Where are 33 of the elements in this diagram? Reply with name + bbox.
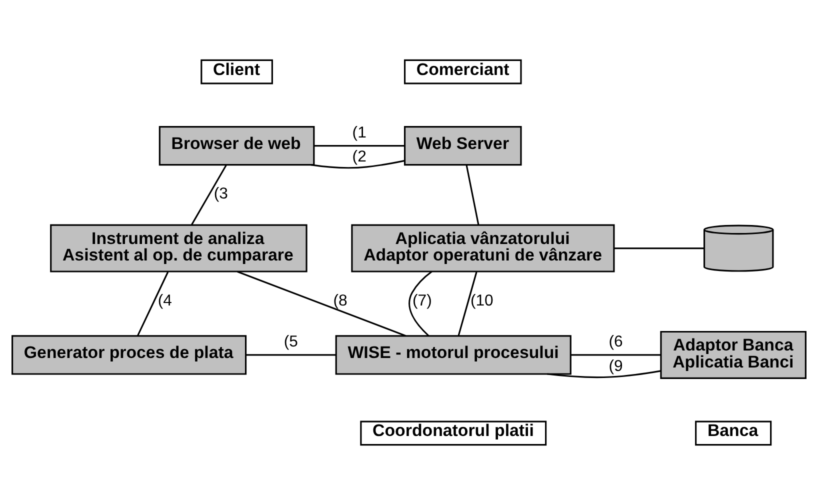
connector [314,144,405,146]
connector [246,354,336,356]
edge-label: (6 [608,333,623,350]
connector [191,164,227,225]
node-box: Client [200,58,273,84]
connector [237,270,406,336]
node-box: Aplicatia vânzatorului Adaptor operatuni de vânzare [351,224,615,272]
node-box: Adaptor Banca Aplicatia Banci [660,330,806,379]
connector [547,370,661,378]
node-box: Generator proces de plata [12,334,247,374]
connector [136,271,169,336]
connector [408,270,432,336]
edge-label: (4 [158,292,172,309]
node-box: WISE - motorul procesului [335,334,572,374]
edge-label: (10 [470,292,494,309]
node-box: Banca [695,420,772,446]
node-box: Comerciant [404,58,522,84]
edge-label: (3 [214,185,228,202]
connector [310,159,405,168]
connector [458,271,478,336]
node-box: Instrument de analiza Asistent al op. de cumparare [50,224,308,272]
node-box: Coordonatorul platii [360,420,547,446]
edge-label: (1 [352,124,366,141]
node-box: Browser de web [158,125,315,166]
connector [570,354,661,356]
edge-label: (9 [608,357,623,374]
connector [466,164,480,224]
edge-label: (5 [284,333,298,350]
edge-label: (7) [412,292,432,309]
connector [614,246,704,249]
edge-label: (2 [352,148,366,166]
node-box: Web Server [404,125,522,166]
edge-label: (8 [333,292,348,309]
